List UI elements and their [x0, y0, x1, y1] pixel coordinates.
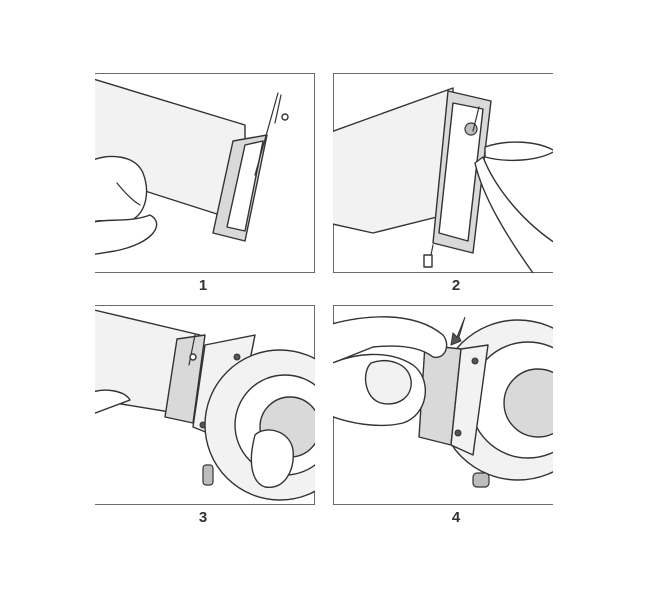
finger-icon [333, 316, 448, 364]
step-number-4: 4 [451, 509, 461, 526]
strap-illustration-1 [95, 78, 289, 255]
screw-icon [233, 353, 241, 361]
watch-strap-icon [333, 87, 454, 234]
strap-illustration-4 [333, 316, 553, 488]
spring-bar-tip [423, 254, 433, 268]
panel-frame [333, 272, 553, 273]
strap-end-face [438, 102, 484, 242]
tool-icon [484, 141, 553, 162]
arrow-down-icon [450, 316, 466, 346]
screw-icon [471, 357, 479, 365]
panel-step-3 [95, 305, 315, 505]
finger-icon [250, 429, 294, 488]
crown-icon [472, 472, 490, 488]
panel-frame [95, 73, 315, 74]
finger-icon [95, 155, 148, 223]
spring-bar-icon [188, 334, 196, 366]
strap-illustration-2 [333, 87, 553, 273]
strap-end-face [226, 140, 264, 232]
step-number-3: 3 [198, 509, 208, 526]
step-number-2: 2 [451, 277, 461, 294]
panel-frame [95, 272, 315, 273]
spring-bar-head [464, 122, 478, 136]
spring-bar-tip [281, 113, 289, 121]
fingernail-icon [364, 360, 412, 405]
crown-icon [202, 464, 214, 486]
watch-lug [450, 344, 489, 456]
panel-frame [333, 305, 553, 306]
panel-frame [95, 305, 315, 306]
step-number-1: 1 [198, 277, 208, 294]
finger-icon [474, 156, 553, 273]
watch-dial [503, 368, 553, 438]
panel-step-2 [333, 73, 553, 273]
hand-icon [95, 214, 158, 255]
strap-illustration-3 [95, 309, 315, 501]
panel-frame [333, 73, 553, 74]
hand-icon [95, 389, 131, 414]
panel-step-1 [95, 73, 315, 273]
panel-frame [314, 73, 315, 273]
panel-step-4 [333, 305, 553, 505]
spring-bar-icon [254, 92, 279, 176]
panel-frame [95, 504, 315, 505]
screw-icon [454, 429, 462, 437]
panel-frame [333, 504, 553, 505]
